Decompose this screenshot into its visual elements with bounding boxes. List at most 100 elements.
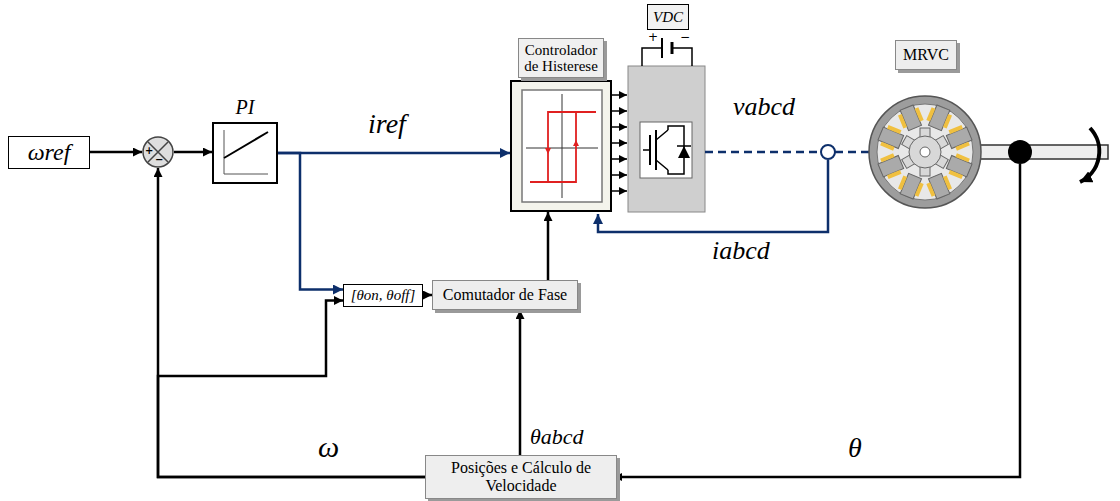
hysteresis-controller: Controlador de Histerese (510, 80, 612, 212)
drawing-part (677, 145, 691, 147)
drawing-part (887, 125, 901, 134)
drawing-part (915, 182, 924, 196)
drawing-part (678, 146, 690, 158)
signal-name: θ (848, 432, 862, 464)
drawing-part (926, 182, 935, 196)
signal-name: vabcd (733, 92, 795, 122)
polarity-sign: + (648, 30, 658, 44)
signal-name: iref (368, 108, 406, 140)
drawing-part (545, 140, 579, 154)
drawing-part (880, 153, 894, 162)
node-text: Controlador de Histerese (518, 38, 604, 78)
gate-arrow (612, 190, 627, 192)
drawing-part (598, 160, 828, 232)
signal-connector (547, 212, 550, 280)
node-text: + (145, 146, 153, 156)
drawing-part (512, 82, 610, 210)
drawing-part (1008, 140, 1032, 164)
drawing-part (643, 130, 668, 170)
drawing-part (640, 122, 692, 178)
drawing-part (530, 112, 596, 182)
drawing-part (628, 66, 705, 212)
phase-commutator: Comutador de Fase (432, 280, 578, 310)
gate-arrow (612, 94, 627, 96)
drawing-part (943, 114, 952, 128)
inverter-symbol (628, 66, 705, 212)
motor-label-box: MRVC (895, 40, 957, 70)
signal-connector (158, 168, 425, 477)
drawing-part (224, 132, 268, 158)
drawing-part (898, 176, 907, 190)
drawing-part (955, 153, 969, 162)
gate-arrow (612, 126, 627, 128)
gate-arrow (612, 174, 627, 176)
phase-output (598, 145, 870, 232)
node-text: PI (214, 96, 276, 118)
signal-connector (278, 152, 510, 155)
drawing-part (671, 42, 674, 54)
drawing-part (975, 145, 1108, 159)
hysteresis-symbol (512, 82, 610, 210)
drawing-part (224, 130, 225, 174)
drawing-part (876, 123, 905, 152)
summing-junction: +− (142, 136, 174, 168)
signal-name: θabcd (530, 424, 584, 450)
drawing-part (668, 126, 684, 174)
motor-shaft (614, 128, 1108, 477)
drawing-part (661, 38, 663, 58)
gate-arrow (612, 110, 627, 112)
drawing-part (877, 104, 973, 200)
signal-connector (174, 151, 212, 154)
drawing-part (945, 152, 974, 181)
drawing-part (614, 164, 1020, 477)
signal-connector (423, 294, 432, 297)
drawing-part (898, 114, 907, 128)
drawing-part (655, 130, 657, 170)
pi-symbol (214, 124, 276, 182)
drawing-part (945, 123, 974, 152)
signal-connector (158, 301, 425, 478)
signal-name: iabcd (712, 236, 770, 266)
node-text: Comutador de Fase (443, 286, 567, 304)
drawing-part (920, 147, 930, 157)
signal-connector (90, 151, 142, 154)
drawing-part (869, 96, 981, 208)
angle-box: [θon, θoff] (343, 284, 423, 307)
drawing-part (955, 142, 969, 151)
drawing-part (224, 174, 268, 175)
drawing-part (522, 90, 602, 202)
drawing-part (705, 151, 870, 154)
polarity-sign: − (680, 30, 690, 44)
gate-arrow (612, 142, 627, 144)
node-text: − (155, 155, 163, 165)
drawing-part (214, 124, 276, 182)
drawing-part (887, 170, 901, 179)
drawing-part (909, 136, 941, 168)
pi-controller: PI (212, 122, 278, 184)
drawing-part (926, 107, 935, 121)
drawing-part (949, 170, 963, 179)
drawing-part (943, 176, 952, 190)
node-text: MRVC (903, 46, 949, 64)
reference-box: ωref (8, 136, 90, 169)
gate-arrow (612, 158, 627, 160)
signal-connector (278, 153, 343, 290)
signal-connector (519, 310, 522, 455)
drawing-part (915, 107, 924, 121)
node-text: ωref (28, 139, 71, 165)
node-text: Posições e Cálculo de Velocidade (426, 459, 616, 494)
signal-name: ω (318, 430, 339, 464)
gate-signal-arrows (612, 95, 627, 191)
drawing-part (880, 142, 894, 151)
drawing-part (642, 48, 692, 66)
drawing-part (821, 145, 835, 159)
node-text: VDC (653, 9, 683, 26)
dc-source-box: VDC (647, 4, 689, 30)
position-speed-box: Posições e Cálculo de Velocidade (425, 455, 617, 499)
drawing-part (1080, 128, 1099, 182)
motor-drawing (869, 96, 981, 208)
drawing-part (949, 125, 963, 134)
drawing-part (876, 152, 905, 181)
drawing-part (530, 112, 596, 182)
node-text: [θon, θoff] (351, 287, 416, 304)
